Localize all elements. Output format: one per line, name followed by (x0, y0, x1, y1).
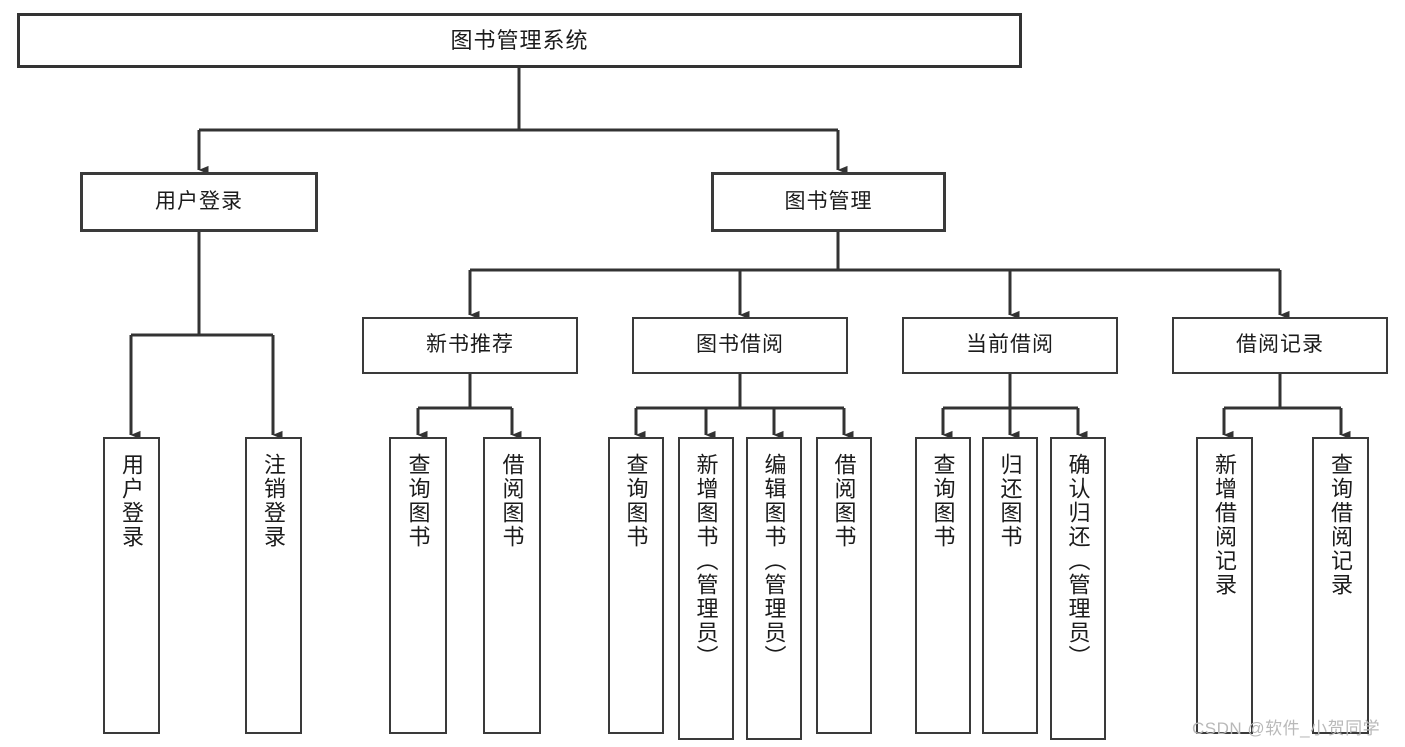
node-label: 新增图书（管理员） (693, 453, 719, 669)
node-label: 编辑图书（管理员） (761, 453, 787, 669)
node-label: 查询图书 (405, 453, 431, 549)
node-label: 归还图书 (997, 453, 1023, 549)
node-book-borrow[interactable]: 图书借阅 (632, 317, 848, 374)
node-current-borrow[interactable]: 当前借阅 (902, 317, 1118, 374)
node-leaf-return-book[interactable]: 归还图书 (982, 437, 1038, 734)
csdn-watermark: CSDN @软件_小贺同学 (1192, 719, 1381, 738)
node-leaf-add-book[interactable]: 新增图书（管理员） (678, 437, 734, 740)
node-book-manage[interactable]: 图书管理 (711, 172, 946, 232)
node-leaf-borrow-book-recommend[interactable]: 借阅图书 (483, 437, 541, 734)
node-label: 新书推荐 (426, 333, 514, 357)
node-label: 查询图书 (930, 453, 956, 549)
node-leaf-query-book-current[interactable]: 查询图书 (915, 437, 971, 734)
node-label: 图书管理系统 (450, 27, 589, 53)
node-label: 注销登录 (261, 453, 287, 549)
node-leaf-borrow-book[interactable]: 借阅图书 (816, 437, 872, 734)
node-label: 查询借阅记录 (1328, 453, 1354, 597)
node-user-login[interactable]: 用户登录 (80, 172, 318, 232)
node-leaf-confirm-return[interactable]: 确认归还（管理员） (1050, 437, 1106, 740)
node-leaf-user-login[interactable]: 用户登录 (103, 437, 160, 734)
node-label: 借阅图书 (831, 453, 857, 549)
node-root-book-management-system[interactable]: 图书管理系统 (17, 13, 1022, 68)
node-leaf-query-book-recommend[interactable]: 查询图书 (389, 437, 447, 734)
node-label: 图书管理 (784, 189, 873, 213)
node-label: 借阅记录 (1236, 333, 1324, 357)
node-label: 查询图书 (623, 453, 649, 549)
node-label: 确认归还（管理员） (1065, 453, 1091, 669)
node-borrow-record[interactable]: 借阅记录 (1172, 317, 1388, 374)
node-leaf-query-borrow-record[interactable]: 查询借阅记录 (1312, 437, 1369, 734)
node-label: 图书借阅 (696, 333, 784, 357)
node-label: 借阅图书 (499, 453, 525, 549)
node-new-book-recommend[interactable]: 新书推荐 (362, 317, 578, 374)
node-leaf-add-borrow-record[interactable]: 新增借阅记录 (1196, 437, 1253, 734)
node-label: 用户登录 (155, 189, 243, 213)
node-leaf-edit-book[interactable]: 编辑图书（管理员） (746, 437, 802, 740)
node-leaf-query-book-borrow[interactable]: 查询图书 (608, 437, 664, 734)
node-label: 用户登录 (119, 453, 145, 549)
node-leaf-user-logout[interactable]: 注销登录 (245, 437, 302, 734)
node-label: 新增借阅记录 (1212, 453, 1238, 597)
node-label: 当前借阅 (966, 333, 1054, 357)
